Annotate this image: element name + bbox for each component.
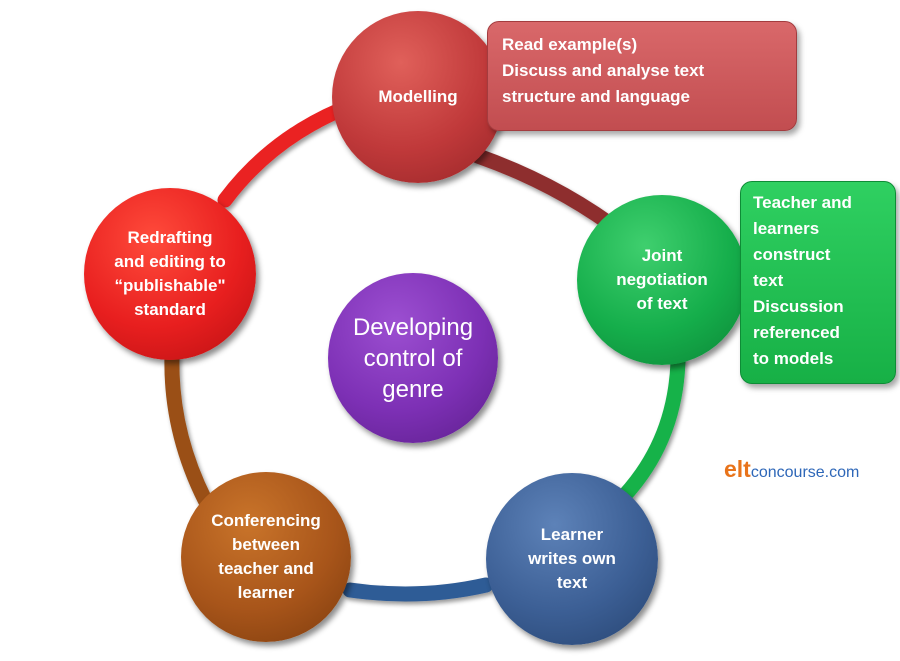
arc-writes-to-conference [342,577,494,602]
node-modelling-label: Modelling [378,87,458,106]
brand-rest: concourse.com [750,464,860,481]
node-learner-writes-label: Learner writes own text [528,525,616,592]
note-joint-negotiation: Teacher and learners construct text Disc… [740,181,896,384]
node-learner-writes: Learner writes own text [486,473,658,645]
node-conferencing-label: Conferencing between teacher and learner [211,511,321,602]
node-redrafting-label: Redrafting and editing to “publishable" … [114,228,226,319]
brand-logo: eltconcourse.com [724,456,859,483]
note-modelling: Read example(s) Discuss and analyse text… [487,21,797,131]
node-joint-negotiation-label: Joint negotiation of text [616,246,708,313]
node-joint-negotiation: Joint negotiation of text [577,195,747,365]
arc-joint-to-writes [617,354,686,503]
node-center-label: Developing control of genre [352,313,474,403]
arc-conference-to-redrafting [164,347,213,508]
node-conferencing: Conferencing between teacher and learner [181,472,351,642]
node-redrafting: Redrafting and editing to “publishable" … [84,188,256,360]
node-modelling: Modelling [332,11,504,183]
brand-elt: elt [724,456,751,482]
node-center: Developing control of genre [328,273,498,443]
arc-redrafting-to-modelling [217,102,348,208]
